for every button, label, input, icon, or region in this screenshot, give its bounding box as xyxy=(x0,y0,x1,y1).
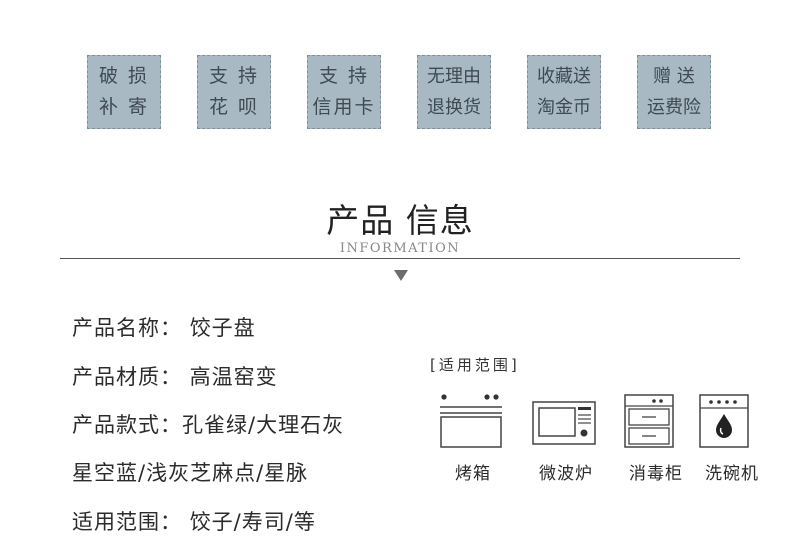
sterilizer-cabinet-icon xyxy=(624,394,674,448)
badge-line: 支 持 xyxy=(208,65,260,87)
divider-line xyxy=(60,258,740,259)
badge-line: 运费险 xyxy=(647,97,701,118)
appliance-oven: 烤箱 xyxy=(433,388,513,488)
section-subtitle: INFORMATION xyxy=(339,241,461,256)
appliance-sterilizer: 消毒柜 xyxy=(616,388,696,488)
badge-line: 支 持 xyxy=(318,65,370,87)
badge-line: 赠 送 xyxy=(653,66,695,87)
badge-line: 补 寄 xyxy=(98,96,150,118)
badge-favorite-coins: 收藏送 淘金币 xyxy=(527,55,601,129)
appliance-microwave: 微波炉 xyxy=(526,388,606,488)
badge-free-return: 无理由 退换货 xyxy=(417,55,491,129)
appliance-label: 洗碗机 xyxy=(705,464,759,484)
appliance-label: 消毒柜 xyxy=(629,464,683,484)
badge-line: 收藏送 xyxy=(537,66,591,87)
badge-line: 无理由 xyxy=(427,66,481,87)
info-product-name: 产品名称： 饺子盘 xyxy=(72,316,256,340)
info-style-continued: 星空蓝/浅灰芝麻点/星脉 xyxy=(72,461,309,485)
info-style: 产品款式：孔雀绿/大理石灰 xyxy=(72,413,345,437)
appliance-dishwasher: 洗碗机 xyxy=(692,388,772,488)
badge-line: 退换货 xyxy=(427,97,481,118)
dishwasher-icon xyxy=(699,394,749,448)
badge-line: 破 损 xyxy=(98,65,150,87)
badge-damage-resend: 破 损 补 寄 xyxy=(87,55,161,129)
service-badges: 破 损 补 寄 支 持 花 呗 支 持 信用卡 无理由 退换货 收藏送 淘金币 … xyxy=(87,55,711,130)
badge-line: 淘金币 xyxy=(537,97,591,118)
info-usage: 适用范围： 饺子/寿司/等 xyxy=(72,510,316,534)
microwave-icon xyxy=(532,401,596,445)
triangle-down-icon xyxy=(394,270,408,281)
badge-shipping-insurance: 赠 送 运费险 xyxy=(637,55,711,129)
appliance-label: 微波炉 xyxy=(539,464,593,484)
scope-label: [适用范围] xyxy=(430,356,520,374)
badge-credit-card: 支 持 信用卡 xyxy=(307,55,381,129)
badge-huabei: 支 持 花 呗 xyxy=(197,55,271,129)
info-material: 产品材质： 高温窑变 xyxy=(72,365,278,389)
appliance-label: 烤箱 xyxy=(455,464,491,484)
section-title: 产品 信息 xyxy=(326,201,474,240)
badge-line: 信用卡 xyxy=(312,96,376,118)
badge-line: 花 呗 xyxy=(208,96,260,118)
oven-icon xyxy=(440,394,502,448)
